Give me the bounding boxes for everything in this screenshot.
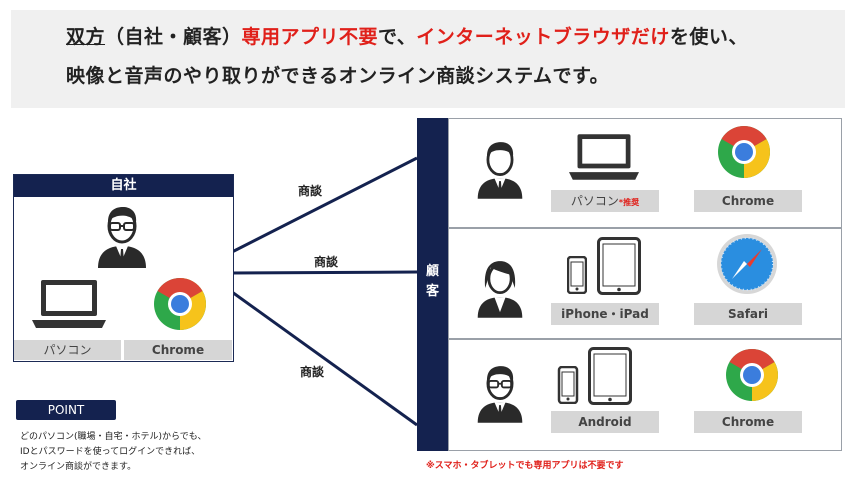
customer-pc-browser-label: Chrome: [694, 190, 802, 212]
businessman-icon: [477, 142, 523, 199]
connection-label-top: 商談: [298, 184, 323, 198]
businesswoman-icon: [477, 261, 523, 318]
customer-bar: [417, 118, 448, 451]
businessman-glasses-icon: [98, 207, 146, 268]
connection-label-bottom: 商談: [300, 365, 325, 379]
businessman-glasses-icon: [477, 366, 523, 423]
customer-title: 顧客: [425, 264, 439, 299]
customer-ios-browser-label: Safari: [694, 303, 802, 325]
connection-line-bottom: [231, 290, 418, 427]
point-badge: POINT: [16, 400, 116, 420]
self-company-box: 自社: [13, 174, 234, 362]
self-pc-label: パソコン: [14, 340, 121, 360]
connection-line-top: [231, 156, 418, 254]
smartphone-icon: [567, 256, 587, 294]
customer-android-label: Android: [551, 411, 659, 433]
header-line-1: 双方（自社・顧客）専用アプリ不要で、インターネットブラウザだけを使い、: [66, 26, 748, 48]
connection-label-middle: 商談: [314, 255, 339, 269]
footnote: ※スマホ・タブレットでも専用アプリは不要です: [426, 461, 624, 471]
header-banner: [11, 10, 845, 108]
customer-android-browser-label: Chrome: [694, 411, 802, 433]
customer-ios-label: iPhone・iPad: [551, 303, 659, 325]
chrome-icon: [718, 126, 770, 178]
chrome-icon: [726, 349, 778, 401]
tablet-icon: [597, 237, 641, 295]
chrome-icon: [154, 278, 206, 330]
point-description: どのパソコン(職場・自宅・ホテル)からでも、 IDとパスワードを使ってログインで…: [20, 432, 207, 472]
customer-pc-label: パソコン*推奨: [551, 190, 659, 212]
laptop-icon: [32, 280, 106, 328]
self-company-title: 自社: [14, 175, 233, 197]
recommend-note: *推奨: [618, 198, 640, 207]
laptop-icon: [569, 134, 639, 180]
header-line-2: 映像と音声のやり取りができるオンライン商談システムです。: [66, 65, 610, 87]
connection-line-middle: [231, 270, 418, 275]
self-browser-label: Chrome: [124, 340, 232, 360]
smartphone-icon: [557, 366, 579, 404]
safari-icon: [717, 234, 777, 294]
tablet-icon: [588, 347, 632, 405]
